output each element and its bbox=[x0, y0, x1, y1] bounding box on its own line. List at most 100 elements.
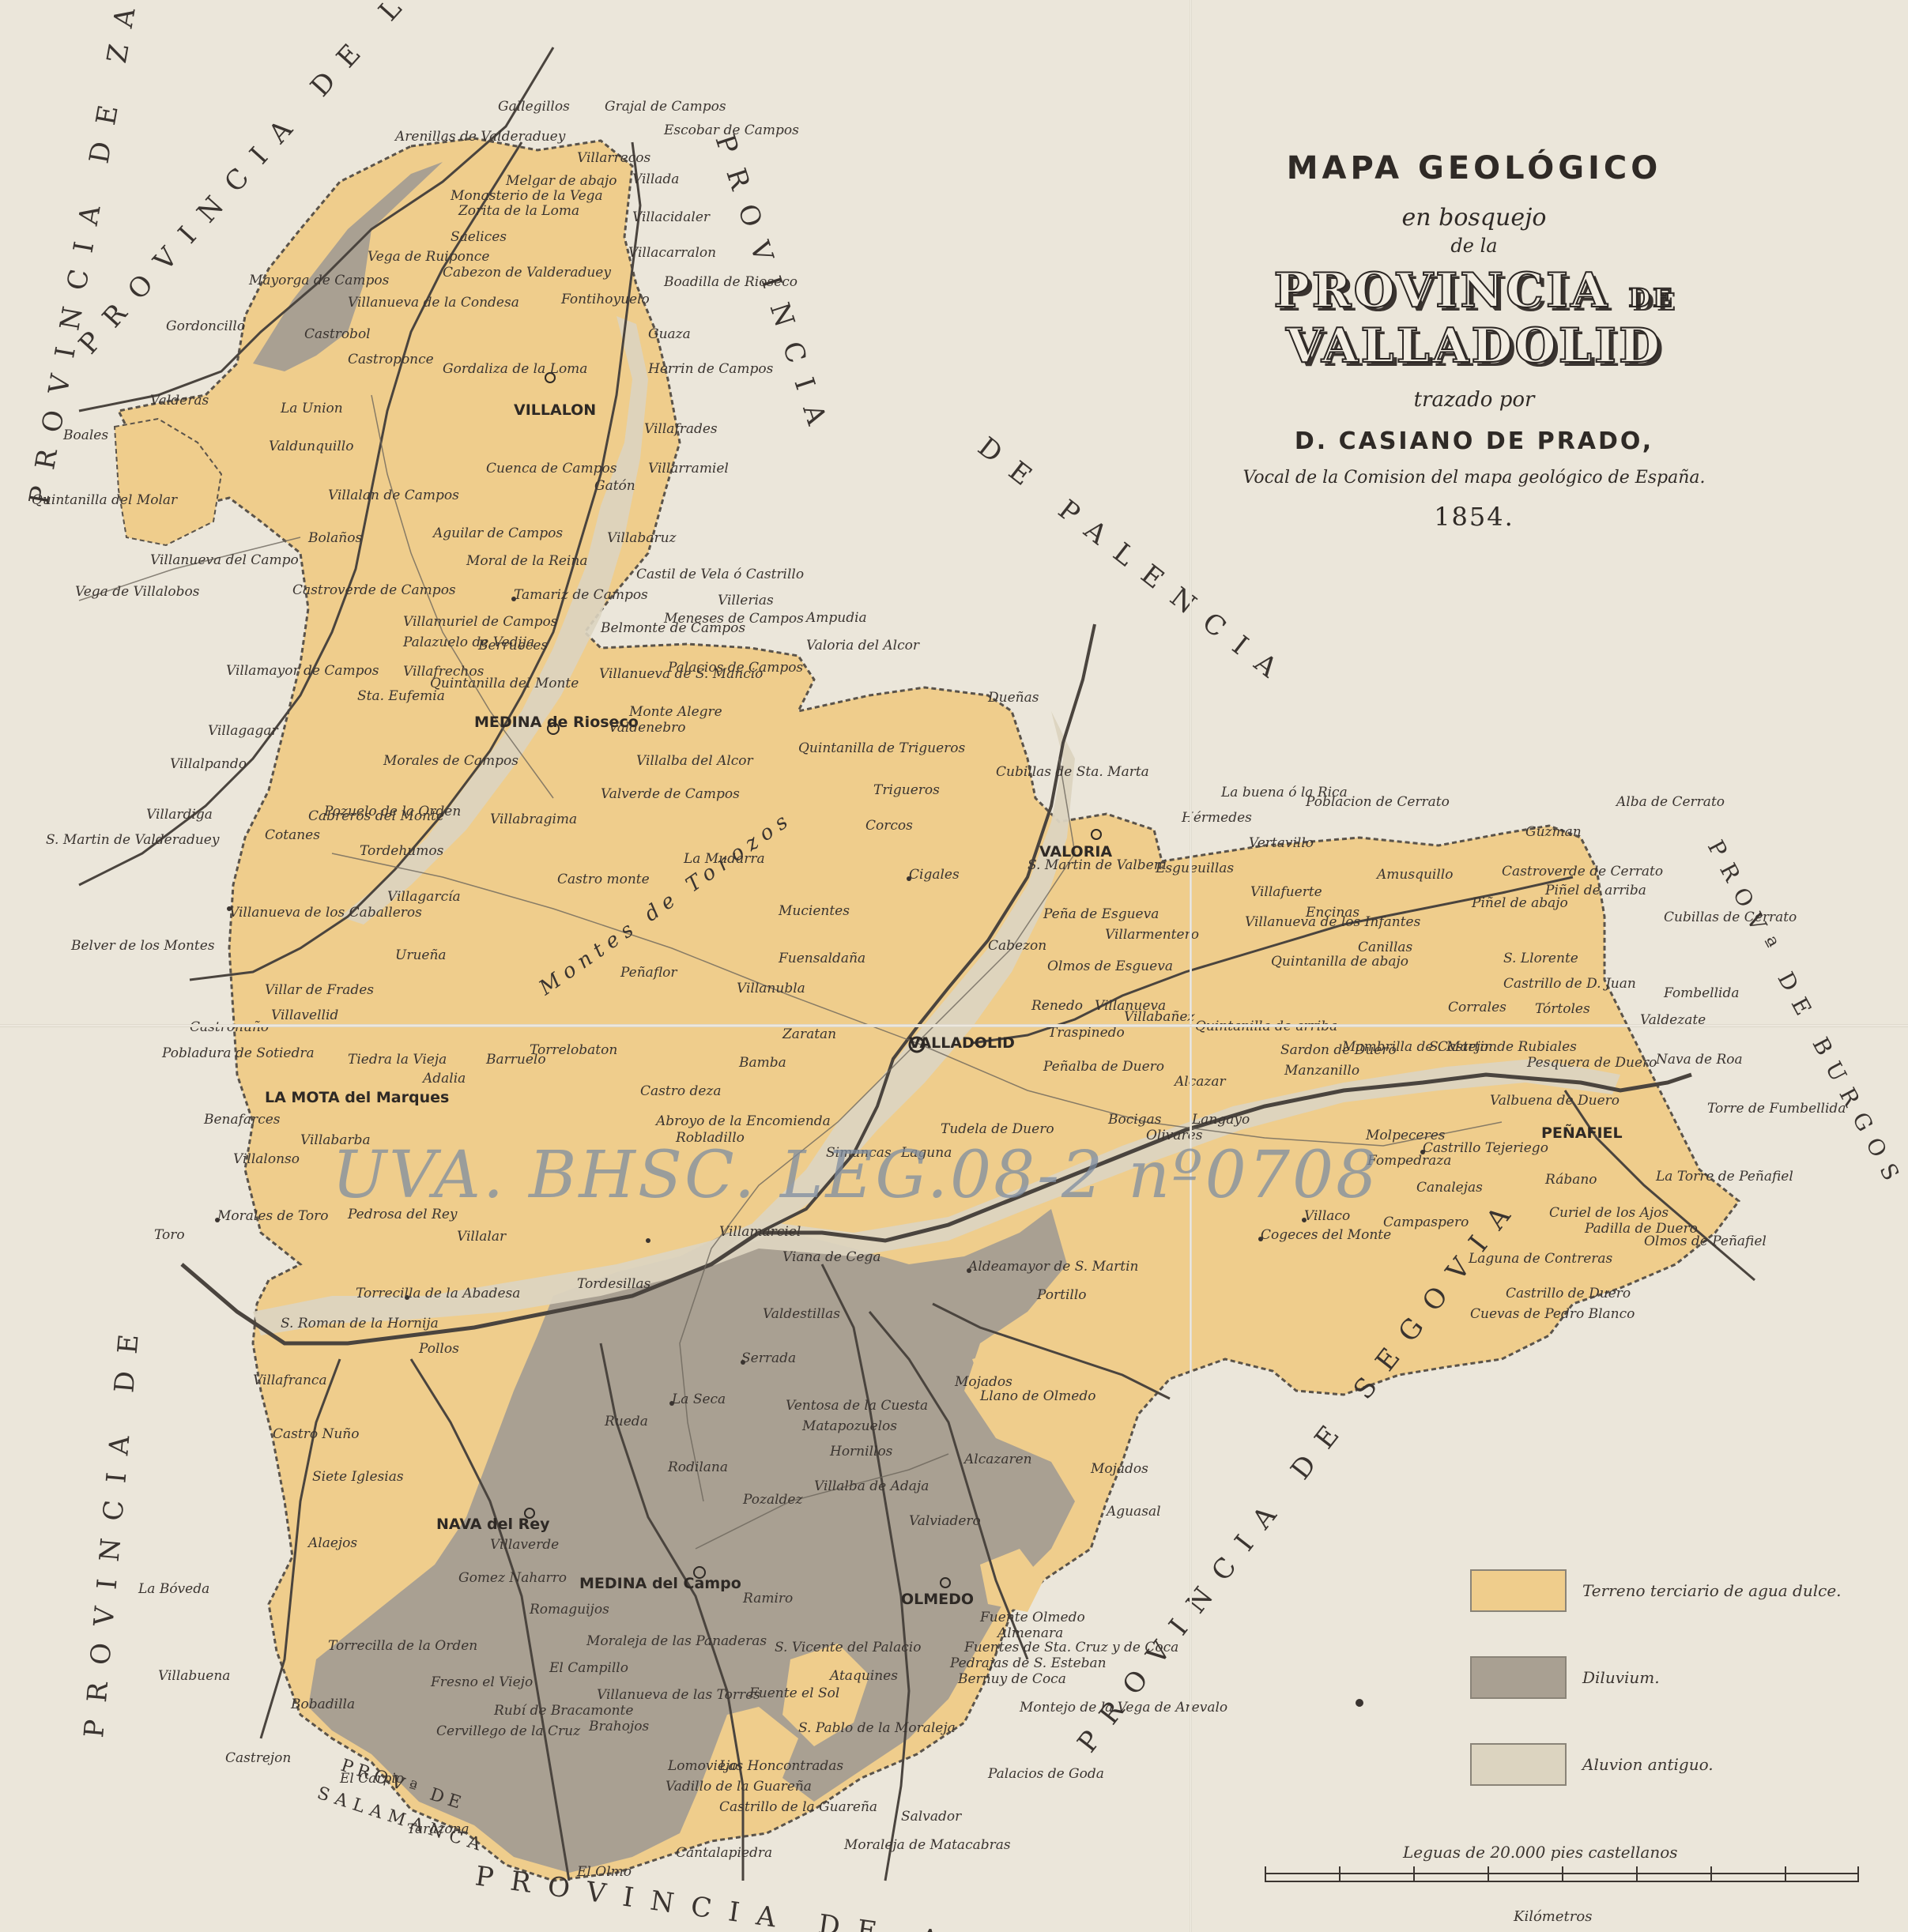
town-labels: Gallegillos Grajal de Campos Escobar de … bbox=[32, 99, 1846, 1880]
town-label: Zorita de la Loma bbox=[458, 203, 579, 219]
town-label: Moraleja de Matacabras bbox=[843, 1837, 1011, 1853]
town-label: Benafarces bbox=[203, 1112, 281, 1128]
town-label: El Campillo bbox=[549, 1660, 628, 1676]
title-author: D. CASIANO DE PRADO, bbox=[1294, 427, 1654, 455]
town-label: Villafrechos bbox=[403, 664, 485, 680]
town-label: Villardiga bbox=[146, 807, 213, 823]
town-label: Villamayor de Campos bbox=[226, 663, 379, 679]
town-label: Aguasal bbox=[1105, 1504, 1161, 1520]
town-label: Monasterio de la Vega bbox=[450, 188, 603, 204]
town-label: Alcazaren bbox=[963, 1452, 1032, 1467]
town-label: Piñel de abajo bbox=[1471, 895, 1568, 911]
town-label: Torrecilla de la Abadesa bbox=[356, 1286, 520, 1301]
town-label: Abroyo de la Encomienda bbox=[654, 1113, 831, 1129]
town-label: Canalejas bbox=[1416, 1180, 1483, 1196]
town-label: Mambrilla de Castejon bbox=[1341, 1039, 1497, 1055]
town-label: Castrillo de la Guareña bbox=[719, 1799, 877, 1815]
town-label: Renedo bbox=[1031, 998, 1083, 1014]
major-town-medina-rioseco: MEDINA de Rioseco bbox=[474, 714, 639, 731]
town-label: Cervillego de la Cruz bbox=[436, 1723, 581, 1739]
town-label: Villanueva de las Torres bbox=[597, 1687, 760, 1703]
town-label: Villalba del Alcor bbox=[636, 753, 754, 769]
town-label: Bolaños bbox=[307, 530, 362, 546]
town-label: Alcazar bbox=[1173, 1074, 1226, 1090]
legend-swatch-diluvium bbox=[1470, 1656, 1567, 1699]
legend-item-diluvium: Diluvium. bbox=[1470, 1655, 1881, 1700]
town-label: Villalar bbox=[457, 1229, 507, 1245]
town-label: Pedrajas de S. Esteban bbox=[949, 1655, 1107, 1671]
scale-unit: Kilómetros bbox=[1514, 1908, 1593, 1925]
rivers bbox=[78, 47, 1755, 1881]
town-label: Cuenca de Campos bbox=[486, 461, 617, 476]
town-label: Cabezon de Valderaduey bbox=[443, 265, 611, 281]
town-label: Brahojos bbox=[588, 1719, 649, 1734]
town-label: Valbuena de Duero bbox=[1490, 1093, 1620, 1109]
river-duero bbox=[180, 1072, 1692, 1346]
town-label: Villabañez bbox=[1124, 1009, 1195, 1025]
town-label: Villanueva del Campo bbox=[150, 552, 299, 568]
library-watermark: UVA. BHSC. LEG.08-2 nº0708 bbox=[332, 1138, 1380, 1213]
town-label: Quintanilla de abajo bbox=[1271, 954, 1408, 970]
town-label: Manzanillo bbox=[1284, 1063, 1359, 1079]
town-label: Ataquines bbox=[828, 1668, 898, 1684]
town-label: Fombellida bbox=[1663, 985, 1740, 1001]
town-label: Villarramiel bbox=[648, 461, 729, 476]
town-label: S. Martin de Rubiales bbox=[1429, 1039, 1577, 1055]
town-label: Castroverde de Campos bbox=[292, 582, 456, 598]
major-town-valladolid: VALLADOLID bbox=[909, 1034, 1015, 1052]
roads bbox=[78, 394, 1503, 1550]
town-label: Melgar de abajo bbox=[505, 173, 617, 189]
town-label: Ampudia bbox=[805, 610, 867, 626]
town-label: Encinas bbox=[1305, 905, 1359, 921]
map-title-block: MAPA GEOLÓGICO en bosquejo de la PROVINC… bbox=[1099, 150, 1850, 532]
town-label: Belver de los Montes bbox=[70, 938, 215, 954]
tertiary-island-3 bbox=[980, 1549, 1043, 1612]
town-label: Pozuelo de la Orden bbox=[323, 804, 461, 819]
town-label: El Carpio bbox=[339, 1771, 404, 1787]
town-label: Fompedraza bbox=[1367, 1153, 1451, 1169]
town-label: Castro deza bbox=[640, 1083, 722, 1099]
major-town-markers: VALLADOLID VILLALON MEDINA de Rioseco LA… bbox=[265, 372, 1623, 1608]
town-label: Curiel de los Ajos bbox=[1549, 1205, 1669, 1221]
river-trabancos bbox=[409, 1358, 571, 1881]
town-label: Villabragima bbox=[490, 812, 577, 827]
town-label: Saelices bbox=[451, 229, 507, 245]
town-label: Villacidaler bbox=[632, 209, 711, 225]
town-label: Castroverde de Cerrato bbox=[1502, 864, 1663, 879]
town-label: Castro Nuño bbox=[273, 1426, 359, 1442]
town-label: Castrobol bbox=[304, 326, 371, 342]
town-label: Castro monte bbox=[557, 872, 650, 887]
town-label: Castrillo Tejeriego bbox=[1423, 1140, 1548, 1156]
diluvium-region-south bbox=[308, 1209, 1075, 1873]
town-label: Tiedra la Vieja bbox=[348, 1052, 447, 1068]
town-label: Cantalapiedra bbox=[676, 1845, 772, 1861]
town-label: Viana de Cega bbox=[782, 1249, 880, 1265]
legend: Terreno terciario de agua dulce. Diluviu… bbox=[1470, 1569, 1881, 1829]
town-label: Peña de Esgueva bbox=[1043, 906, 1159, 922]
town-label: Las Honcontradas bbox=[718, 1758, 843, 1774]
town-label: Vega de Ruiponce bbox=[368, 249, 489, 265]
major-town-olmedo: OLMEDO bbox=[901, 1591, 974, 1608]
town-label: Pedrosa del Rey bbox=[347, 1207, 458, 1222]
town-label: Villaverde bbox=[490, 1537, 559, 1553]
town-label: Fuensaldaña bbox=[778, 951, 865, 966]
town-label: Molpeceres bbox=[1365, 1128, 1446, 1143]
river-valderaduey bbox=[78, 141, 523, 887]
town-label: Langayo bbox=[1191, 1112, 1250, 1128]
town-label: Vadillo de la Guareña bbox=[666, 1779, 812, 1795]
title-province-word: PROVINCIA bbox=[1273, 262, 1610, 319]
town-label: Vertavillo bbox=[1249, 835, 1314, 851]
legend-swatch-alluvium bbox=[1470, 1743, 1567, 1786]
town-label: Portillo bbox=[1036, 1287, 1087, 1303]
town-label: Castrejon bbox=[225, 1750, 291, 1766]
town-label: Tordehumos bbox=[360, 843, 444, 859]
town-label: Tordesillas bbox=[577, 1276, 650, 1292]
scale-bar bbox=[1265, 1866, 1859, 1882]
town-label: Laguna de Contreras bbox=[1468, 1251, 1613, 1267]
river-zapardiel bbox=[599, 1343, 745, 1881]
river-adaja bbox=[820, 1264, 911, 1881]
town-label: Amusquillo bbox=[1375, 867, 1453, 883]
title-year: 1854. bbox=[1434, 502, 1514, 532]
town-label: Ventosa de la Cuesta bbox=[786, 1398, 928, 1414]
town-label: Pollos bbox=[418, 1341, 459, 1357]
